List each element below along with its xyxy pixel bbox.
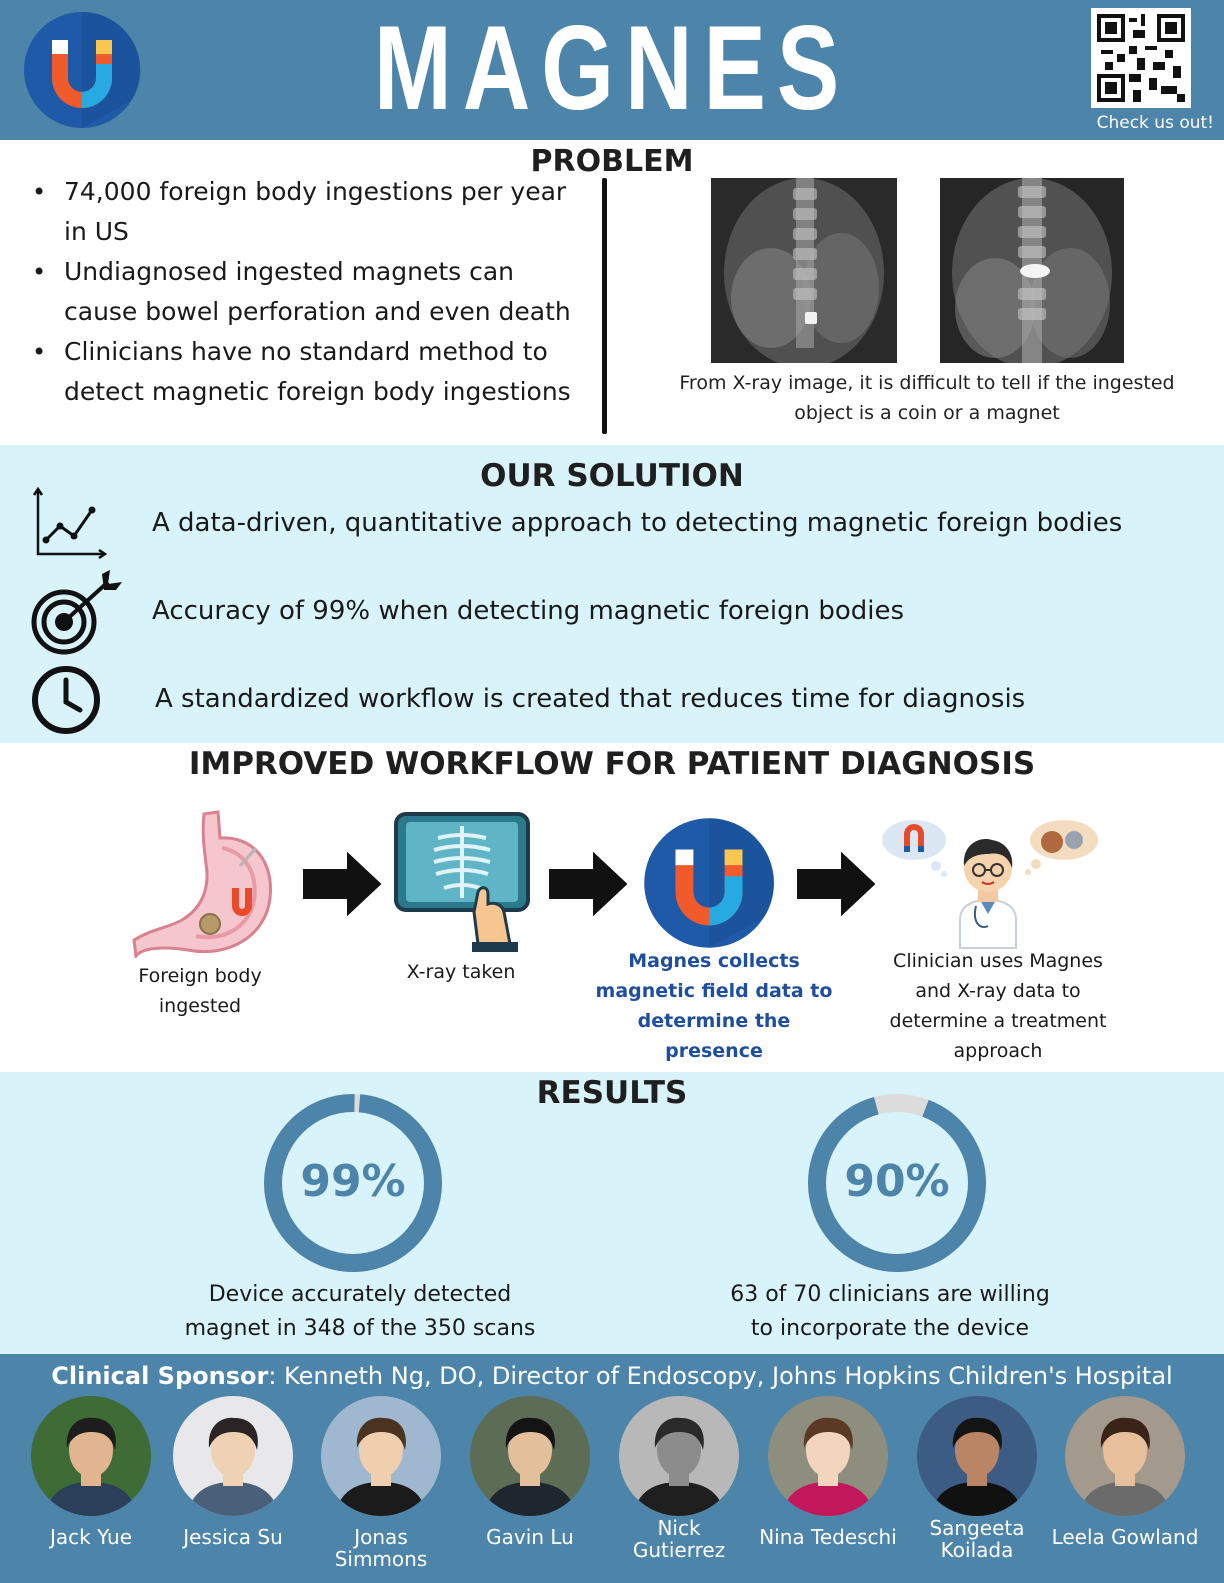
team-member-name: Sangeeta [929, 1516, 1025, 1540]
page-title: MAGNES [373, 1, 851, 135]
vertical-divider [602, 178, 607, 434]
avatar [917, 1396, 1037, 1516]
team-member-name: Nick [657, 1516, 701, 1540]
solution-band [0, 445, 1224, 743]
workflow-heading: IMPROVED WORKFLOW FOR PATIENT DIAGNOSIS [188, 746, 1036, 782]
target-icon [31, 570, 122, 655]
avatar [321, 1396, 441, 1516]
xray-image-magnet [940, 178, 1124, 363]
team-member-name: Leela Gowland [1051, 1525, 1199, 1549]
solution-item-text: A standardized workflow is created that … [155, 684, 1026, 714]
avatar [1065, 1396, 1185, 1516]
arrow-right-icon [549, 852, 628, 916]
magnet-logo-icon [644, 818, 775, 948]
result-value: 99% [300, 1156, 406, 1207]
team-member-name: Gavin Lu [486, 1525, 574, 1549]
avatar [768, 1396, 888, 1516]
stomach-icon [132, 810, 272, 958]
solution-heading: OUR SOLUTION [480, 458, 744, 494]
avatar [470, 1396, 590, 1516]
workflow-step-caption: Foreign body ingested [138, 965, 262, 1017]
workflow-step-caption: X-ray taken [406, 961, 516, 983]
sponsor-label: Clinical Sponsor [51, 1362, 269, 1390]
workflow-step-caption: Clinician uses Magnes and X-ray data to … [889, 950, 1107, 1062]
xray-image-coin [711, 178, 897, 363]
result-value: 90% [844, 1156, 950, 1207]
team-member-name: Jack Yue [50, 1525, 132, 1549]
problem-bullet: Clinicians have no standard method to de… [30, 332, 590, 412]
qr-code-icon [1097, 14, 1185, 102]
qr-code[interactable] [1091, 8, 1191, 108]
solution-item-text: Accuracy of 99% when detecting magnetic … [152, 596, 905, 626]
xray-tablet-icon [394, 812, 530, 952]
clinician-icon [882, 820, 1098, 949]
problem-bullet: Undiagnosed ingested magnets can cause b… [30, 252, 590, 332]
team-member-name: Koilada [940, 1538, 1014, 1562]
team-member-name: Jonas Simmons [334, 1525, 428, 1571]
avatar [31, 1396, 151, 1516]
header-banner [0, 0, 1224, 140]
results-heading: RESULTS [536, 1075, 688, 1111]
clock-icon [32, 666, 100, 734]
team-member-name: Jessica Su [183, 1525, 283, 1549]
team-member-name: Gutierrez [632, 1538, 726, 1562]
magnet-logo-icon [24, 11, 141, 128]
problem-list: 74,000 foreign body ingestions per year … [30, 172, 590, 412]
result-progress-ring [264, 1094, 442, 1272]
arrow-right-icon [303, 852, 382, 916]
qr-caption: Check us out! [1096, 113, 1214, 133]
arrow-right-icon [797, 852, 876, 916]
avatar [619, 1396, 739, 1516]
xray-caption: From X-ray image, it is difficult to tel… [679, 372, 1175, 424]
result-caption: Device accurately detected magnet in 348… [184, 1282, 536, 1341]
avatar [173, 1396, 293, 1516]
clinical-sponsor: Clinical Sponsor: Kenneth Ng, DO, Direct… [0, 1362, 1224, 1390]
line-chart-icon [32, 486, 108, 560]
results-band [0, 1072, 1224, 1354]
team-member-name: Nina Tedeschi [759, 1525, 897, 1549]
solution-item-text: A data-driven, quantitative approach to … [152, 508, 1123, 538]
result-caption: 63 of 70 clinicians are willing to incor… [730, 1282, 1050, 1341]
problem-bullet: 74,000 foreign body ingestions per year … [30, 172, 590, 252]
result-progress-ring [808, 1094, 986, 1272]
sponsor-text: : Kenneth Ng, DO, Director of Endoscopy,… [268, 1362, 1173, 1390]
